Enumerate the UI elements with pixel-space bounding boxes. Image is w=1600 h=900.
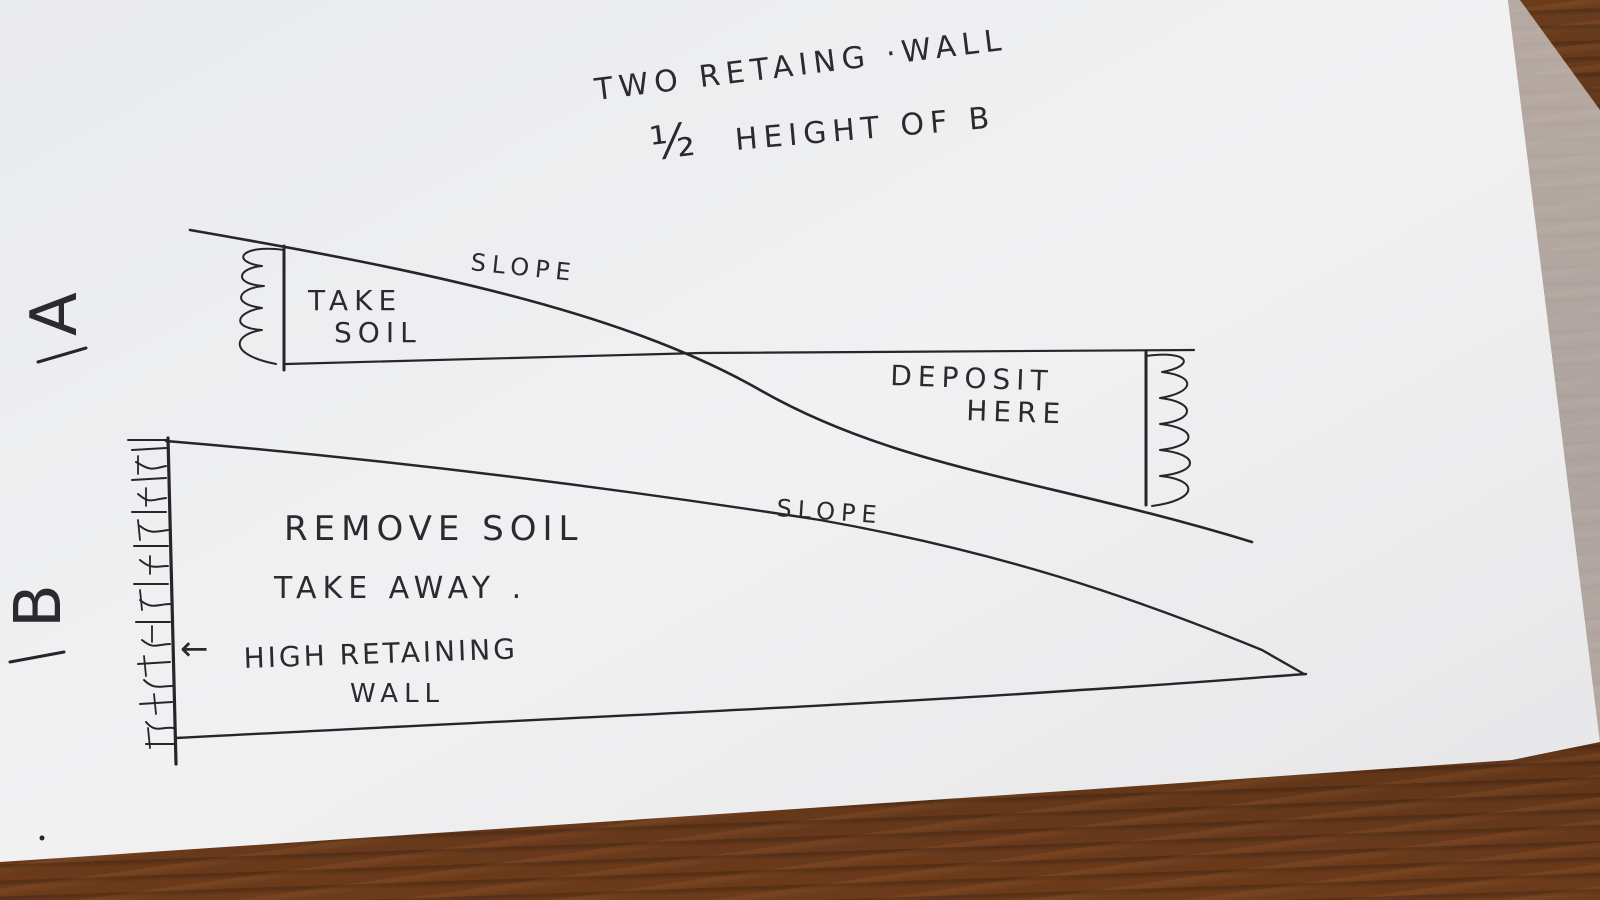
paper-sheet-shape	[0, 0, 1600, 862]
diagram-a-left-wall-hatching	[238, 247, 285, 365]
diagram-b-base-line	[174, 672, 1308, 740]
diagram-b-slope-line	[164, 439, 1306, 676]
diagram-a-letter: A	[18, 286, 92, 336]
diagram-a-slope-line	[188, 228, 1254, 544]
diagram-a-right-wall-hatching	[1145, 353, 1191, 507]
diagram-a-take-label-1: TAKE	[307, 284, 402, 317]
diagram-b-arrow: ←	[180, 629, 215, 669]
diagram-b-letter: B	[2, 578, 76, 628]
diagram-a-take-label-2: SOIL	[334, 316, 422, 349]
diagram-b-wall-label-2: WALL	[350, 679, 445, 709]
diagram-b-letter-underline	[8, 650, 66, 664]
diagram-a-deposit-label-1: DEPOSIT	[890, 359, 1054, 398]
diagram-a: A SLOPE TAKE SOIL DEPOSIT HERE	[18, 228, 1254, 544]
diagram-b: B SLOPE REMOVE SOIL TAKE AWAY . ← HIGH R…	[2, 436, 1308, 841]
diagram-a-letter-underline	[36, 346, 88, 364]
diagram-b-remove-label: REMOVE SOIL	[284, 509, 583, 549]
diagram-b-high-wall	[166, 436, 178, 766]
diagram-b-high-wall-hatching	[127, 439, 175, 749]
title-fraction: ½	[647, 111, 704, 171]
paper-back-sheet-edge	[1508, 0, 1600, 742]
pen-dot	[39, 835, 45, 841]
diagram-b-take-away-label: TAKE AWAY .	[273, 571, 527, 606]
diagram-a-level-line	[284, 348, 1196, 366]
diagram-a-deposit-label-2: HERE	[966, 394, 1067, 430]
